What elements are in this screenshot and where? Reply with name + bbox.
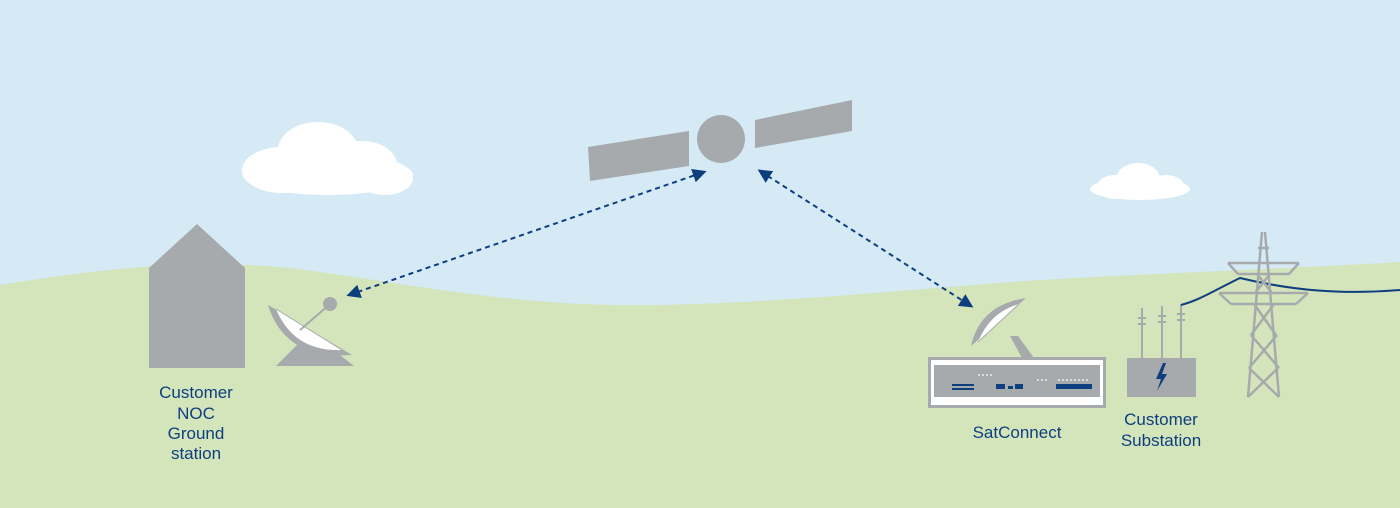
satconnect-device-icon (928, 357, 1106, 408)
satellite-icon (588, 100, 852, 181)
noc-label-line1: Customer (159, 383, 233, 402)
satconnect-dish-icon (971, 298, 1034, 358)
lightning-icon (1156, 363, 1167, 391)
noc-label-line3: Ground (168, 424, 225, 443)
substation-label-line2: Substation (1121, 431, 1201, 450)
ground-hill (0, 262, 1400, 508)
power-tower-icon (1218, 231, 1309, 398)
power-line (1180, 276, 1400, 306)
cloud-right (1090, 163, 1190, 200)
noc-label-line4: station (171, 444, 221, 463)
satconnect-label: SatConnect (973, 423, 1062, 442)
substation-icon (1127, 304, 1196, 397)
building-icon (149, 224, 245, 368)
satellite-dish-icon (268, 297, 354, 366)
link-satellite-satconnect (757, 169, 974, 308)
substation-label-line1: Customer (1124, 410, 1198, 429)
noc-label-line2: NOC (177, 404, 215, 423)
